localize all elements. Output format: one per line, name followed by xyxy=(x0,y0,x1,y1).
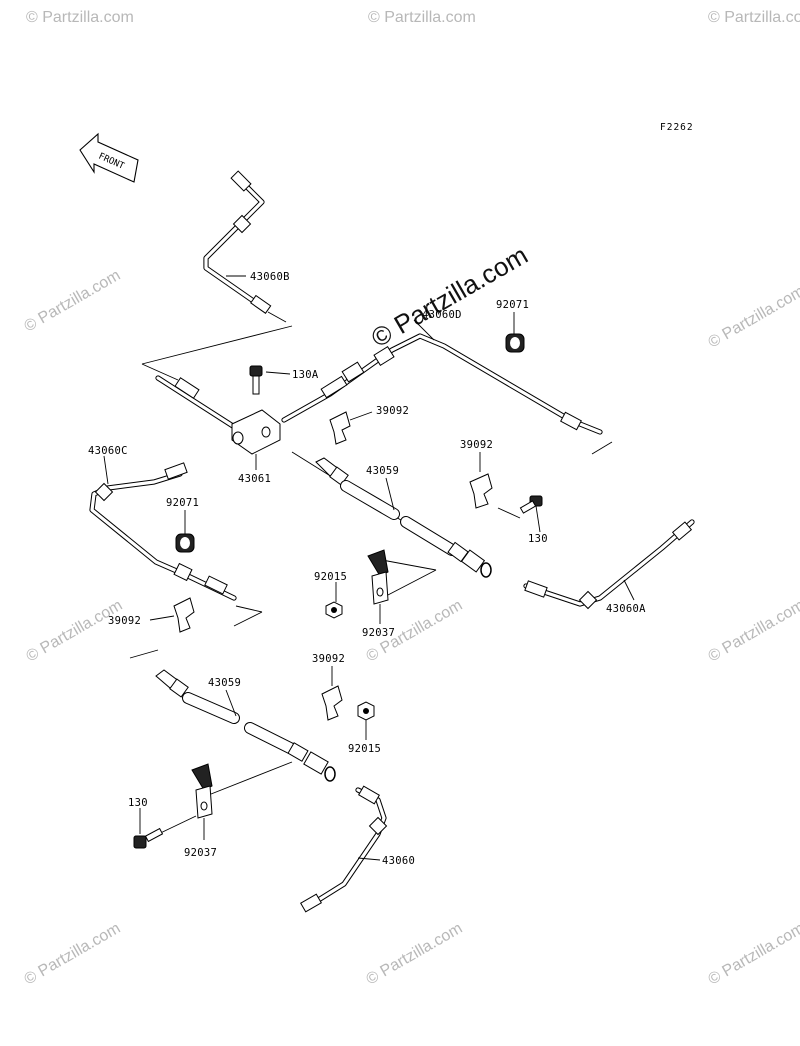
watermark-text: © Partzilla.com xyxy=(24,597,126,666)
callout-130a: 130A xyxy=(292,369,319,381)
watermark-text: © Partzilla.com xyxy=(706,920,800,989)
callout-39092-c: 39092 xyxy=(108,615,141,627)
callout-43060a: 43060A xyxy=(606,603,646,615)
brake-pipe-43060c xyxy=(89,455,237,601)
grommet-92071-left xyxy=(175,510,195,553)
brake-pipe-43060d xyxy=(281,319,603,435)
callout-39092-d: 39092 xyxy=(312,653,345,665)
junction-block-43061 xyxy=(231,409,281,455)
bolt-130-right xyxy=(519,495,543,533)
brake-pipe-43060a xyxy=(523,519,695,610)
watermark-text: © Partzilla.com xyxy=(368,9,476,26)
bolt-130a xyxy=(249,365,291,395)
brake-pipe-43060 xyxy=(300,785,388,913)
callout-130-left: 130 xyxy=(128,797,148,809)
brake-line-left-fitting xyxy=(155,375,239,431)
callout-43059-top: 43059 xyxy=(366,465,399,477)
bolt-130-left xyxy=(133,808,164,849)
clip-39092-c xyxy=(149,597,195,633)
bracket-92037-bottom xyxy=(191,763,213,840)
clip-39092-a xyxy=(329,411,373,445)
clip-39092-b xyxy=(469,452,493,509)
brake-hose-43059-bottom xyxy=(155,669,336,782)
watermark-text: © Partzilla.com xyxy=(22,920,124,989)
callout-43061: 43061 xyxy=(238,473,271,485)
figure-code: F2262 xyxy=(660,122,694,133)
callout-92015-mid: 92015 xyxy=(314,571,347,583)
watermark-text: © Partzilla.com xyxy=(708,9,800,26)
callout-39092-a: 39092 xyxy=(376,405,409,417)
bracket-92037-mid xyxy=(367,549,389,624)
watermark-text: © Partzilla.com xyxy=(26,9,134,26)
watermark-text: © Partzilla.com xyxy=(22,267,124,336)
callout-43060b: 43060B xyxy=(250,271,290,283)
front-arrow-icon: FRONT xyxy=(79,132,139,183)
brake-pipe-43060b xyxy=(203,170,287,323)
callout-43060: 43060 xyxy=(382,855,415,867)
nut-92015-bottom xyxy=(357,701,375,740)
callout-43060d: 43060D xyxy=(422,309,462,321)
callout-39092-b: 39092 xyxy=(460,439,493,451)
brake-hose-43059-top xyxy=(315,457,492,578)
watermark-text: © Partzilla.com xyxy=(706,597,800,666)
watermark-text: © Partzilla.com xyxy=(364,920,466,989)
nut-92015-mid xyxy=(325,582,343,619)
clip-39092-d xyxy=(321,666,343,721)
grommet-92071-top xyxy=(505,312,525,353)
callout-92071-left: 92071 xyxy=(166,497,199,509)
callout-43060c: 43060C xyxy=(88,445,128,457)
callout-92015-bottom: 92015 xyxy=(348,743,381,755)
callout-130-right: 130 xyxy=(528,533,548,545)
watermark-text: © Partzilla.com xyxy=(706,283,800,352)
callout-92071-top: 92071 xyxy=(496,299,529,311)
callout-92037-bottom: 92037 xyxy=(184,847,217,859)
callout-92037-mid: 92037 xyxy=(362,627,395,639)
callout-43059-bottom: 43059 xyxy=(208,677,241,689)
